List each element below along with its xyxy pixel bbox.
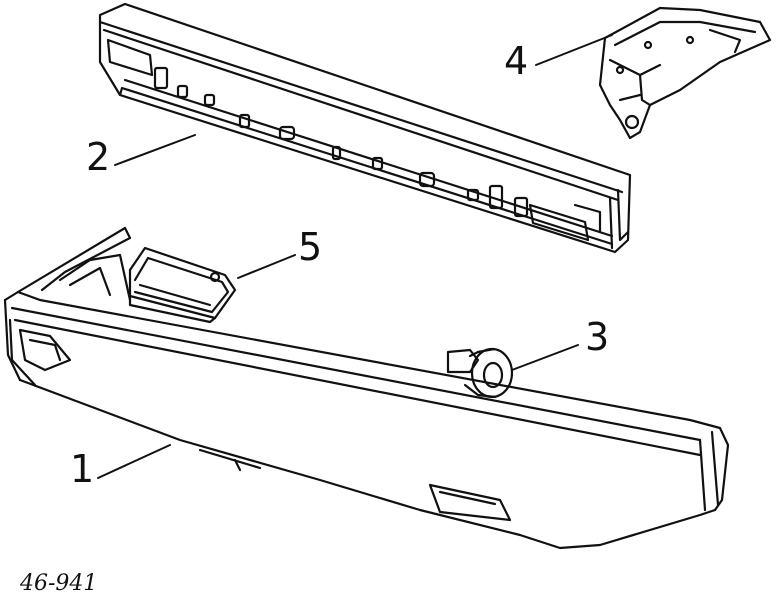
- bracket-part: [598, 6, 772, 140]
- callout-label-2: 2: [86, 135, 111, 179]
- bumper-cover-part: [3, 226, 730, 550]
- leader-lines: [97, 34, 613, 479]
- mounting-pad-part: [128, 246, 237, 324]
- callout-label-5: 5: [298, 225, 323, 269]
- leader-line-1: [97, 444, 171, 479]
- reference-code: 46-941: [20, 571, 98, 596]
- leader-line-3: [511, 344, 579, 371]
- callout-label-1: 1: [70, 447, 95, 491]
- callout-label-4: 4: [504, 39, 529, 83]
- leader-line-5: [237, 254, 296, 279]
- reinforcement-beam-part: [98, 2, 632, 254]
- clip-part: [446, 347, 514, 399]
- leader-line-4: [535, 34, 613, 66]
- callout-label-3: 3: [585, 315, 610, 359]
- leader-line-2: [114, 134, 196, 166]
